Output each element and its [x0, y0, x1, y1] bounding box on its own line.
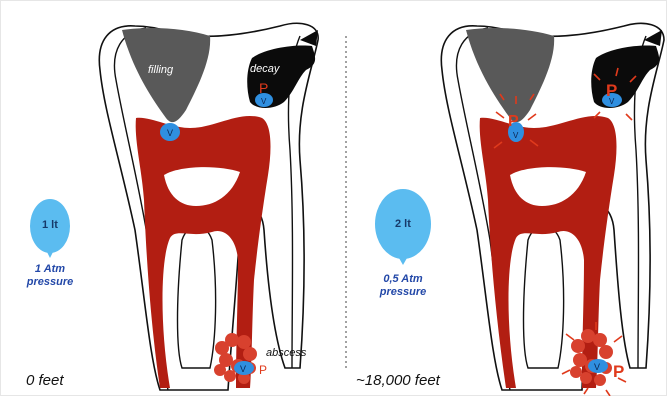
tooth-right [441, 23, 664, 396]
pulp-right [480, 116, 617, 388]
altitude-label-right: ~18,000 feet [356, 372, 440, 389]
volume-symbol-filling-left: V [167, 128, 173, 138]
pressure-value-right: 0,5 Atm [367, 273, 439, 286]
altitude-label-left: 0 feet [26, 372, 64, 389]
filling-label: filling [148, 64, 173, 76]
pressure-word-right: pressure [367, 286, 439, 299]
pressure-symbol-filling-right: P [508, 113, 519, 130]
balloon-volume-right: 2 lt [395, 218, 411, 230]
tooth-left [99, 23, 318, 390]
balloon-volume-left: 1 lt [42, 219, 58, 231]
pressure-symbol-decay-left: P [259, 80, 268, 96]
volume-symbol-decay-right: V [609, 97, 615, 106]
pressure-symbol-abscess-right: P [613, 362, 624, 381]
volume-symbol-filling-right: V [513, 131, 519, 140]
volume-symbol-decay-left: V [261, 97, 267, 106]
pressure-value-left: 1 Atm [14, 263, 86, 276]
pressure-caption-left: 1 Atm pressure [14, 263, 86, 289]
volume-symbol-abscess-right: V [594, 362, 600, 372]
volume-symbol-abscess-left: V [240, 364, 246, 374]
decay-label: decay [250, 63, 279, 75]
pressure-caption-right: 0,5 Atm pressure [367, 273, 439, 299]
decay-right [591, 46, 659, 109]
abscess-label: abscess [266, 347, 306, 359]
filling-right [466, 28, 554, 122]
pressure-word-left: pressure [14, 276, 86, 289]
pressure-symbol-abscess-left: P [259, 363, 267, 377]
